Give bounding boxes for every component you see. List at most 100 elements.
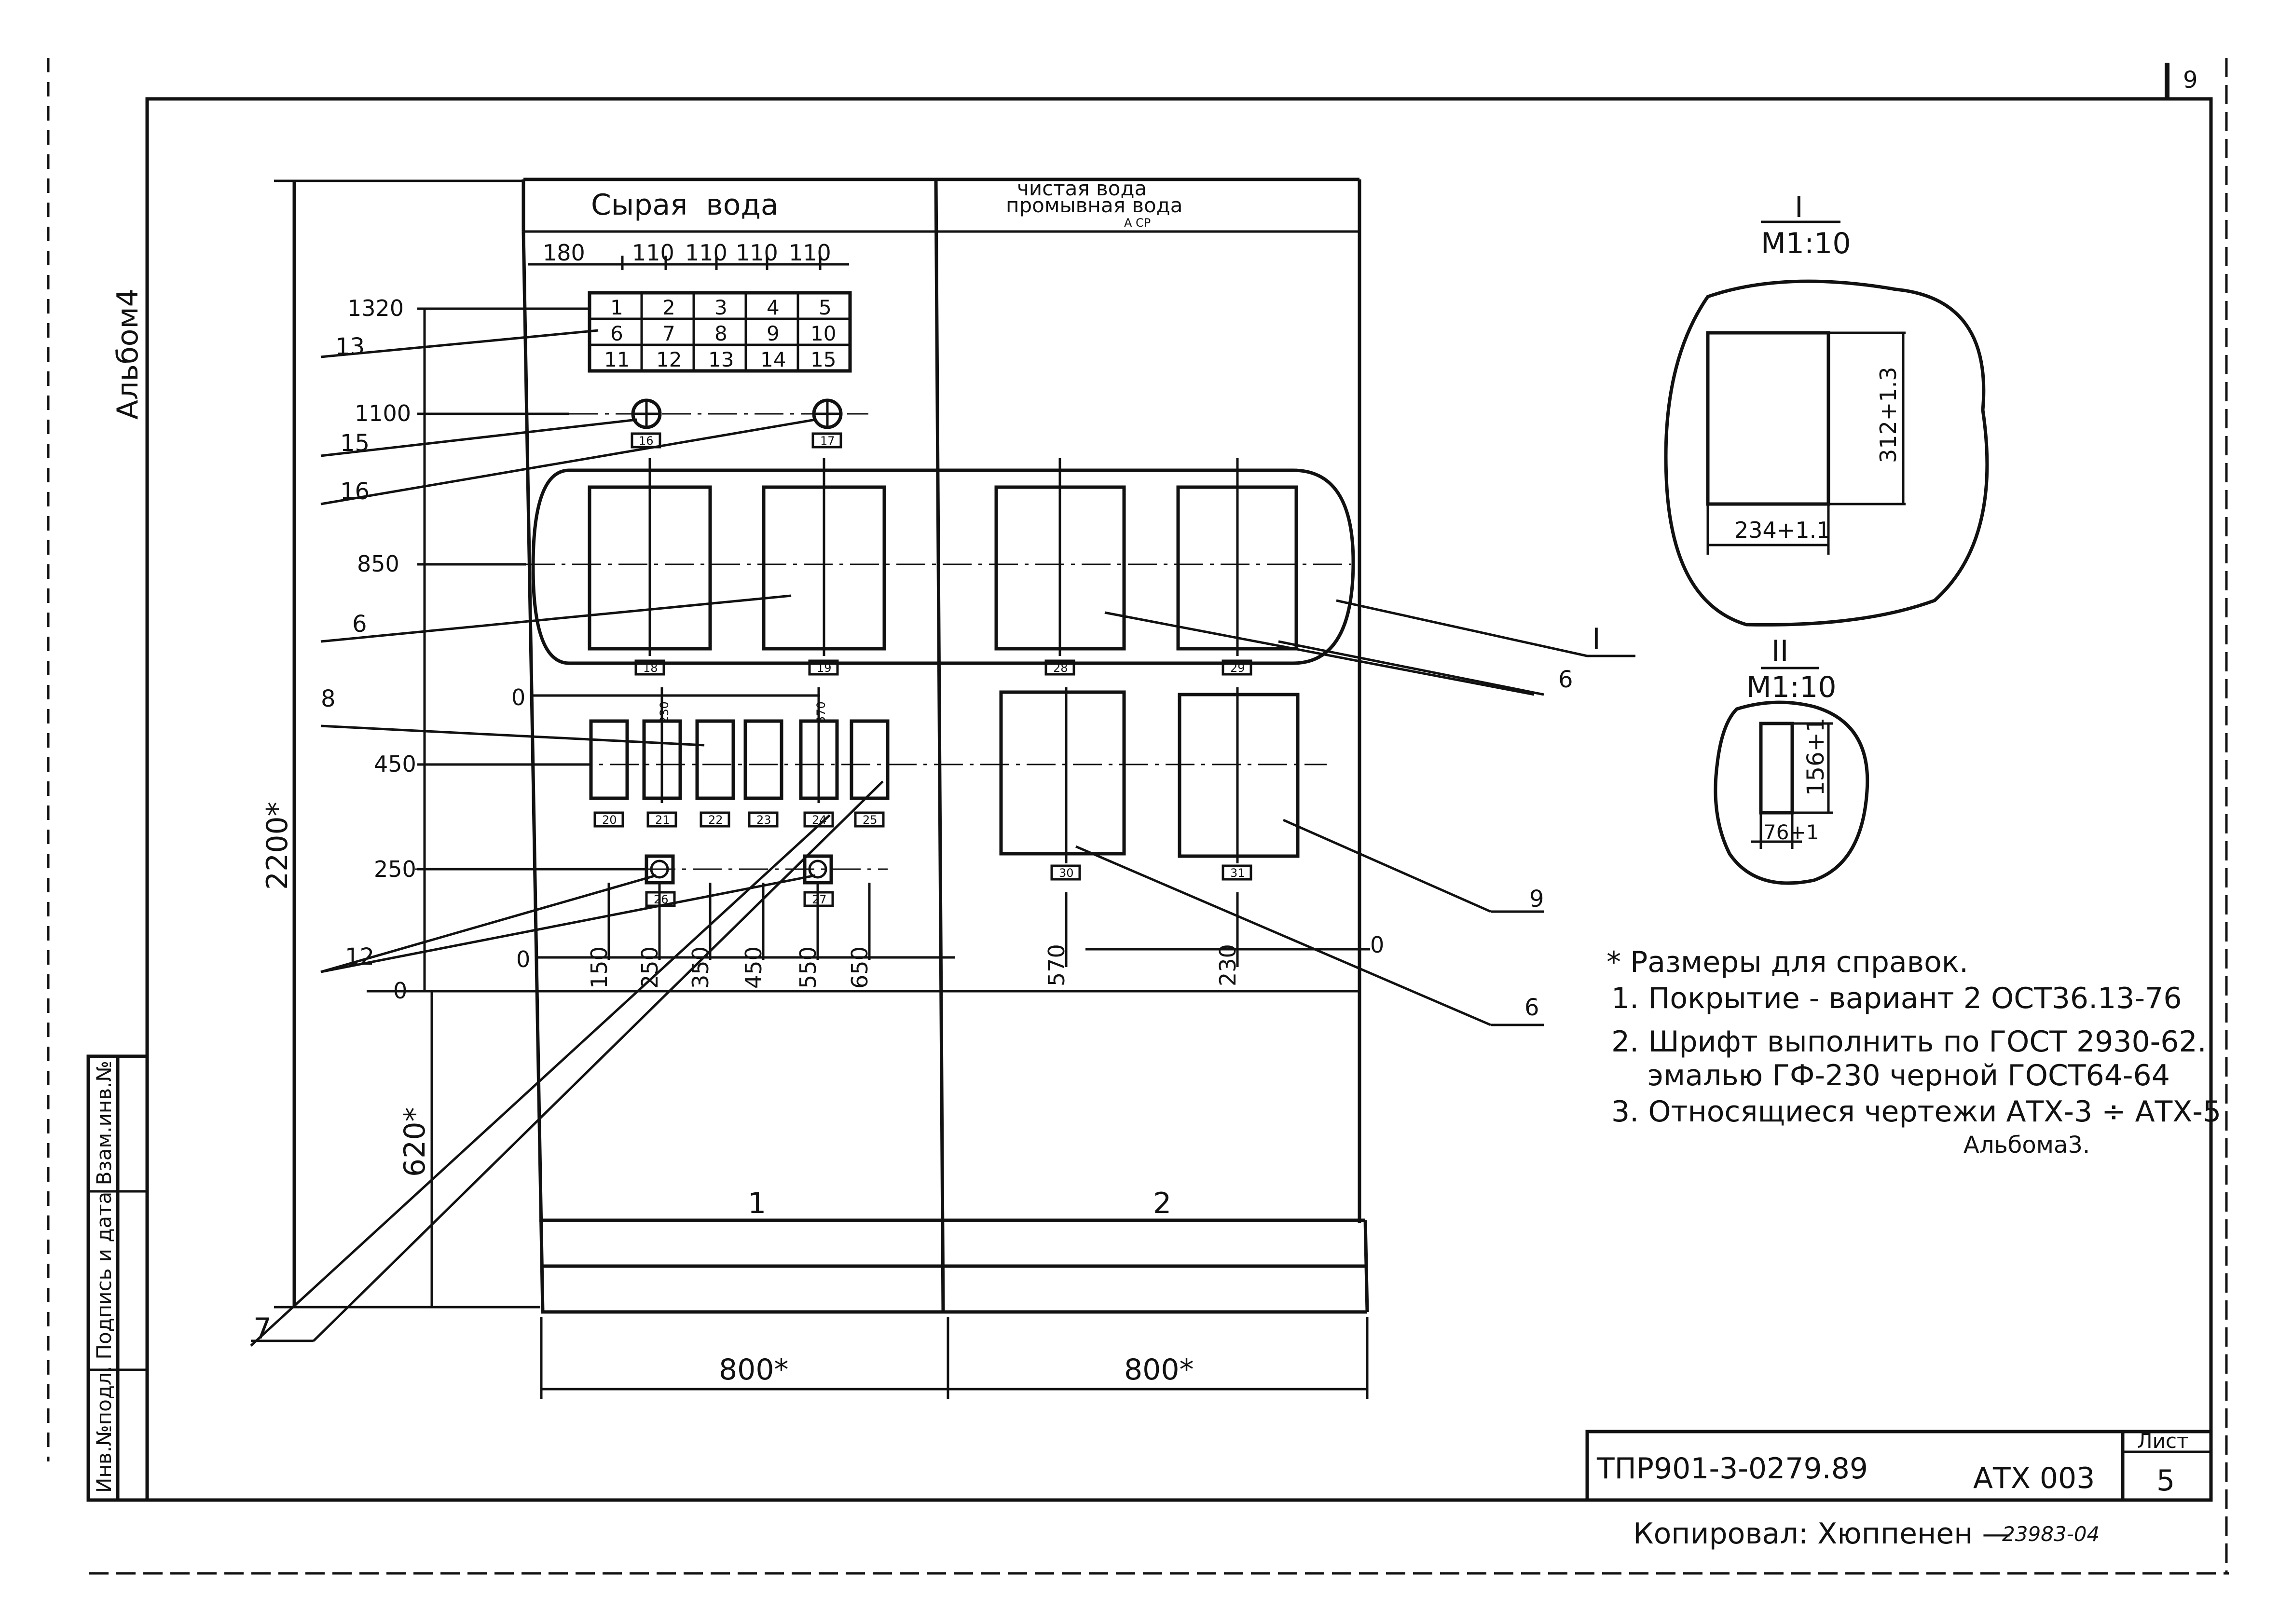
callout-15: 15 bbox=[340, 430, 370, 457]
small-device-row bbox=[425, 687, 1327, 863]
top-dim-180: 180 bbox=[543, 240, 585, 266]
tag-18: 18 bbox=[643, 661, 658, 675]
grid-cell: 3 bbox=[714, 296, 728, 319]
stamp-column: Инв.№подл. Подпись и дата Взам.инв.№ bbox=[86, 1054, 149, 1502]
tag-29: 29 bbox=[1230, 661, 1245, 675]
callout-13: 13 bbox=[335, 333, 365, 360]
detail-1-width: 234+1.1 bbox=[1734, 517, 1831, 543]
dim-x0: 0 bbox=[511, 684, 525, 710]
grid-cell: 12 bbox=[656, 348, 682, 371]
sheet-corner-number: 9 bbox=[2183, 67, 2198, 94]
grid-cell: 14 bbox=[760, 348, 786, 371]
tag-30: 30 bbox=[1059, 866, 1074, 880]
callout-leaders bbox=[250, 329, 1635, 1347]
top-dim-110-b: 110 bbox=[685, 240, 728, 266]
stamp-column-text: Инв.№подл. Подпись и дата Взам.инв.№ bbox=[92, 1061, 116, 1493]
dim-y-450: 450 bbox=[374, 751, 416, 777]
dim-800-right: 800* bbox=[1124, 1353, 1194, 1387]
tag-16: 16 bbox=[639, 434, 654, 448]
dim-y-850: 850 bbox=[357, 551, 399, 577]
detail-2-height: 156+1 bbox=[1802, 718, 1829, 796]
callout-7: 7 bbox=[253, 1312, 272, 1346]
header-clean-water: чистая вода bbox=[1017, 177, 1147, 200]
tag-20: 20 bbox=[602, 813, 617, 827]
callout-6c: 6 bbox=[1524, 994, 1539, 1021]
detail-view-2 bbox=[1714, 667, 1869, 885]
grid-cell: 15 bbox=[810, 348, 836, 371]
album-side-label: Альбом4 bbox=[111, 288, 145, 420]
dim-x-450: 450 bbox=[741, 946, 767, 989]
top-dim-110-d: 110 bbox=[789, 240, 831, 266]
section-number-1: 1 bbox=[748, 1187, 766, 1220]
copy-mark: 23983-04 bbox=[2002, 1522, 2100, 1546]
tag-17: 17 bbox=[820, 434, 835, 448]
dim-y-1320: 1320 bbox=[347, 295, 404, 321]
sheet-label: Лист bbox=[2137, 1429, 2188, 1453]
detail-view-1 bbox=[1664, 220, 1989, 627]
dim-up-570: 570 bbox=[814, 701, 828, 723]
dim-x-550: 550 bbox=[795, 946, 821, 989]
callout-12: 12 bbox=[345, 943, 374, 970]
dim-620: 620* bbox=[398, 1107, 432, 1177]
detail-1-height: 312+1.3 bbox=[1875, 367, 1901, 464]
tag-19: 19 bbox=[817, 661, 832, 675]
dim-800-left: 800* bbox=[719, 1353, 789, 1387]
grid-cell: 11 bbox=[604, 348, 630, 371]
detail-2-roman: II bbox=[1771, 634, 1788, 668]
dim-x0-r: 0 bbox=[1370, 932, 1384, 958]
dim-x-230: 230 bbox=[1215, 944, 1241, 986]
note-3: 3. Относящиеся чертежи АТХ-3 ÷ АТХ-5 bbox=[1611, 1095, 2221, 1129]
tag-23: 23 bbox=[756, 813, 771, 827]
button-row bbox=[415, 854, 1252, 907]
doc-code: ТПР901-3-0279.89 bbox=[1596, 1452, 1868, 1486]
panel-outline bbox=[367, 177, 1369, 1314]
callout-16: 16 bbox=[340, 478, 370, 505]
grid-cell: 5 bbox=[819, 296, 832, 319]
detail-1-roman: I bbox=[1795, 191, 1803, 224]
doc-mark: АТХ 003 bbox=[1973, 1461, 2095, 1495]
callout-8: 8 bbox=[321, 685, 336, 712]
sheet-frame: 9 bbox=[47, 58, 2229, 1575]
tag-22: 22 bbox=[708, 813, 723, 827]
note-3b: Альбома3. bbox=[1963, 1132, 2090, 1159]
lamp-row bbox=[569, 398, 868, 449]
note-star: * Размеры для справок. bbox=[1606, 945, 1968, 979]
dim-2200: 2200* bbox=[261, 802, 294, 890]
dim-y-1100: 1100 bbox=[355, 400, 411, 426]
dim-x-650: 650 bbox=[847, 946, 873, 989]
dim-x-150: 150 bbox=[586, 946, 612, 989]
callout-I: I bbox=[1592, 622, 1601, 656]
detail-2-width: 76+1 bbox=[1763, 820, 1819, 844]
grid-cell: 4 bbox=[767, 296, 780, 319]
dim-x-570: 570 bbox=[1043, 944, 1070, 986]
grid-cell: 2 bbox=[662, 296, 675, 319]
grid-cell: 10 bbox=[810, 322, 836, 345]
detail-2-scale: М1:10 bbox=[1746, 670, 1837, 704]
top-dim-110-c: 110 bbox=[736, 240, 778, 266]
grid-cell: 1 bbox=[610, 296, 623, 319]
section-number-2: 2 bbox=[1153, 1187, 1171, 1220]
detail-1-scale: М1:10 bbox=[1761, 227, 1851, 260]
grid-cell: 6 bbox=[610, 322, 623, 345]
tag-28: 28 bbox=[1053, 661, 1068, 675]
notes-block: * Размеры для справок. 1. Покрытие - вар… bbox=[1606, 945, 2221, 1159]
header-wash-water: промывная вода bbox=[1006, 193, 1182, 217]
tag-25: 25 bbox=[863, 813, 878, 827]
note-2: 2. Шрифт выполнить по ГОСТ 2930-62. bbox=[1611, 1025, 2207, 1059]
grid-cell: 13 bbox=[708, 348, 734, 371]
top-dim-110-a: 110 bbox=[632, 240, 674, 266]
grid-cell: 7 bbox=[662, 322, 675, 345]
callout-6a: 6 bbox=[352, 611, 367, 638]
dim-y-0: 0 bbox=[393, 978, 407, 1004]
tag-27: 27 bbox=[812, 893, 827, 906]
grid-cell: 8 bbox=[714, 322, 728, 345]
header-raw-water: Сырая вода bbox=[591, 188, 779, 222]
tag-21: 21 bbox=[655, 813, 670, 827]
x-dimension-lines bbox=[535, 883, 1370, 967]
large-device-row bbox=[526, 458, 1355, 676]
top-dimension-chain bbox=[528, 256, 849, 270]
tag-31: 31 bbox=[1230, 866, 1245, 880]
callout-6b: 6 bbox=[1558, 666, 1573, 693]
note-1: 1. Покрытие - вариант 2 ОСТ36.13-76 bbox=[1611, 982, 2182, 1015]
